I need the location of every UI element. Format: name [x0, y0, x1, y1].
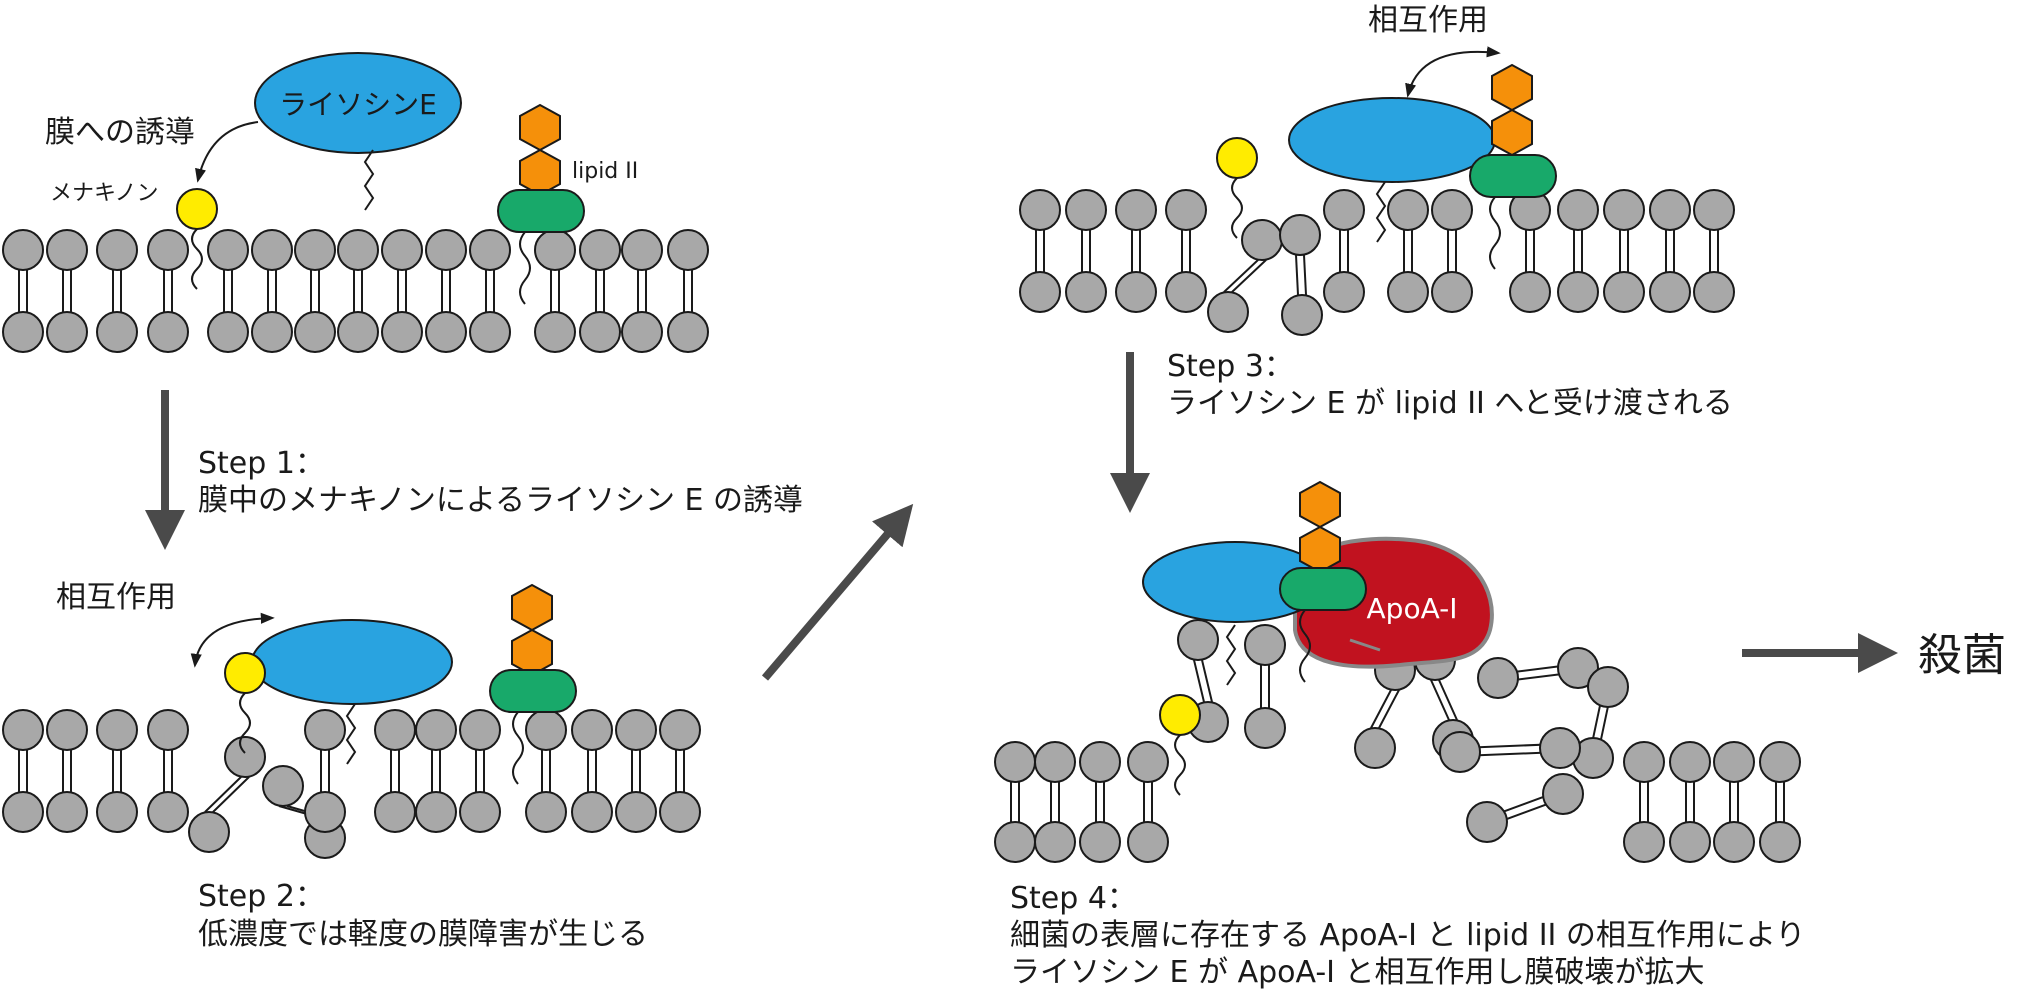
phospholipid — [374, 709, 416, 833]
phospholipid — [188, 736, 266, 853]
phospholipid — [1713, 741, 1755, 863]
membrane-3 — [1019, 189, 1735, 336]
phospholipid — [1034, 741, 1076, 863]
phospholipid — [1623, 741, 1665, 863]
lysocin-e-molecule-2 — [251, 619, 453, 705]
membrane-1 — [2, 229, 709, 353]
step4-text: Step 4： 細菌の表層に存在する ApoA-I と lipid II の相互… — [1010, 881, 1805, 990]
phospholipid — [1323, 189, 1365, 313]
phospholipid — [534, 229, 576, 353]
menaquinone-label: メナキノン — [50, 181, 158, 206]
phospholipid — [96, 229, 138, 353]
step3-line1: ライソシン E が lipid II へと受け渡される — [1167, 386, 1733, 421]
lipid-ii-4 — [1279, 480, 1367, 683]
step1-text: Step 1： 膜中のメナキノンによるライソシン E の誘導 — [198, 446, 803, 518]
step2-to-step3-arrow — [761, 503, 914, 681]
lipid-ii-3 — [1469, 63, 1557, 270]
phospholipid — [2, 709, 44, 833]
step1-title: Step 1： — [198, 446, 325, 481]
phospholipid — [46, 229, 88, 353]
step3-title: Step 3： — [1167, 349, 1294, 384]
phospholipid — [659, 709, 701, 833]
phospholipid — [1557, 189, 1599, 313]
phospholipid — [1165, 189, 1207, 313]
phospholipid — [667, 229, 709, 353]
phospholipid — [1065, 189, 1107, 313]
phospholipid — [1207, 219, 1283, 333]
step2-line1: 低濃度では軽度の膜障害が生じる — [198, 917, 648, 952]
phospholipid-fragment — [1439, 727, 1581, 773]
phospholipid — [1177, 619, 1229, 743]
lysocin-e-molecule-3 — [1288, 97, 1496, 183]
phospholipid — [994, 741, 1036, 863]
step4-line2: ライソシン E が ApoA-I と相互作用し膜破壊が拡大 — [1010, 955, 1705, 990]
phospholipid — [459, 709, 501, 833]
lysocin-e-label: ライソシンE — [279, 88, 437, 121]
phospholipid — [1244, 624, 1286, 749]
menaquinone-1 — [176, 188, 218, 230]
phospholipid — [2, 229, 44, 353]
phospholipid — [1649, 189, 1691, 313]
phospholipid — [304, 709, 346, 833]
phospholipid — [579, 229, 621, 353]
phospholipid — [381, 229, 423, 353]
step4-title: Step 4： — [1010, 881, 1137, 916]
phospholipid — [294, 229, 336, 353]
step1-line1: 膜中のメナキノンによるライソシン E の誘導 — [198, 483, 803, 518]
phospholipid — [1669, 741, 1711, 863]
phospholipid — [1509, 189, 1551, 313]
phospholipid — [96, 709, 138, 833]
phospholipid — [147, 709, 189, 833]
phospholipid — [1019, 189, 1061, 313]
phospholipid — [337, 229, 379, 353]
phospholipid — [1079, 741, 1121, 863]
phospholipid — [251, 229, 293, 353]
panel-step4: ApoA-I — [994, 480, 1801, 863]
phospholipid — [1387, 189, 1429, 313]
step2-title: Step 2： — [198, 879, 325, 914]
lysocin-e-molecule — [254, 52, 462, 154]
step4-line1: 細菌の表層に存在する ApoA-I と lipid II の相互作用により — [1010, 918, 1805, 953]
phospholipid — [615, 709, 657, 833]
phospholipid — [1603, 189, 1645, 313]
phospholipid — [46, 709, 88, 833]
phospholipid-fragment — [1572, 666, 1629, 779]
phospholipid — [1115, 189, 1157, 313]
step2-text: Step 2： 低濃度では軽度の膜障害が生じる — [198, 879, 648, 952]
phospholipid — [525, 709, 567, 833]
phospholipid — [571, 709, 613, 833]
phospholipid — [1759, 741, 1801, 863]
phospholipid — [207, 229, 249, 353]
phospholipid — [1693, 189, 1735, 313]
bactericidal-label: 殺菌 — [1918, 630, 2006, 681]
phospholipid — [621, 229, 663, 353]
phospholipid — [1279, 214, 1323, 336]
membrane-induction-label: 膜への誘導 — [45, 115, 195, 150]
lipid-ii-1 — [497, 103, 585, 305]
menaquinone-4 — [1159, 694, 1201, 736]
phospholipid-fragment — [1477, 647, 1599, 699]
apoa1-label: ApoA-I — [1367, 592, 1458, 625]
membrane-2 — [2, 709, 701, 859]
panel-step1: ライソシンE メナキノン 膜への誘導 lipid II — [2, 52, 709, 353]
lipid-ii-2 — [489, 583, 577, 785]
phospholipid — [1431, 189, 1473, 313]
panel-step3: 相互作用 — [1019, 3, 1735, 336]
phospholipid — [147, 229, 189, 353]
panel-step2: 相互作用 — [2, 580, 701, 859]
menaquinone-2 — [224, 652, 266, 694]
interaction-label-2: 相互作用 — [1368, 3, 1488, 38]
phospholipid — [469, 229, 511, 353]
phospholipid — [1127, 741, 1169, 863]
lipid-ii-label: lipid II — [572, 159, 638, 184]
phospholipid-fragment — [1466, 773, 1584, 843]
menaquinone-3 — [1216, 137, 1258, 179]
step3-text: Step 3： ライソシン E が lipid II へと受け渡される — [1167, 349, 1733, 421]
interaction-label-1: 相互作用 — [56, 580, 176, 615]
phospholipid — [415, 709, 457, 833]
phospholipid — [425, 229, 467, 353]
